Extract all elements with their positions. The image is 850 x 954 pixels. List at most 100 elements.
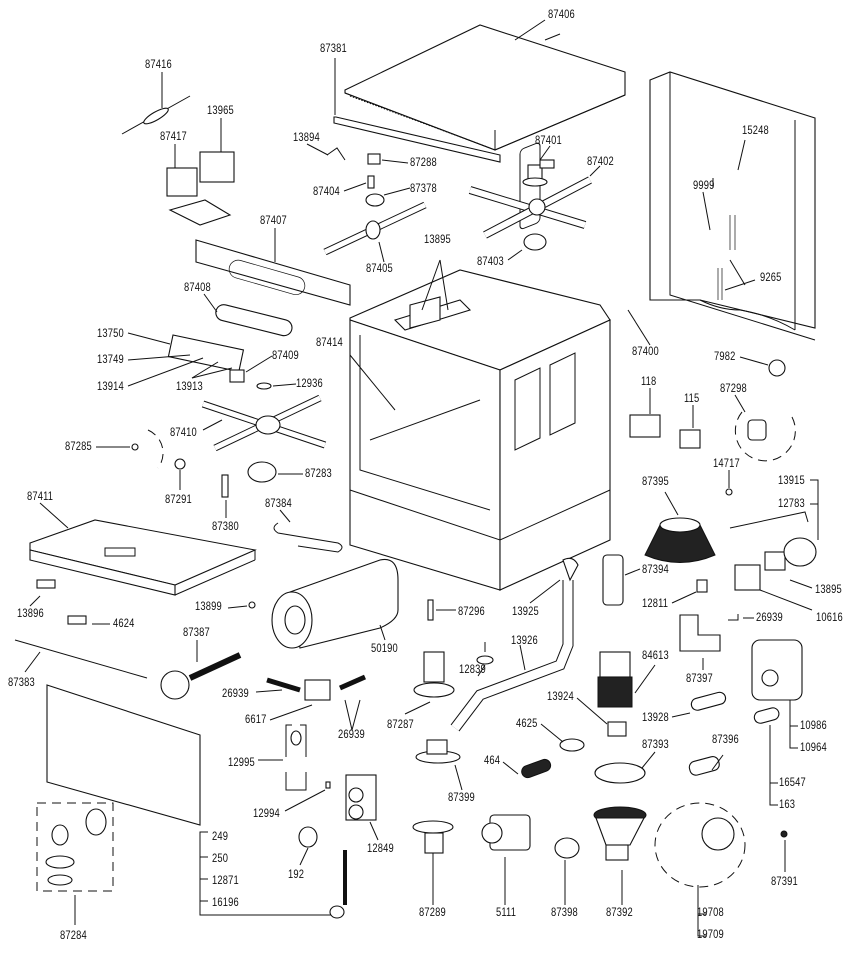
part-label-87381[interactable]: 87381	[320, 41, 347, 55]
washer-part[interactable]	[290, 730, 302, 746]
sump-ring-part[interactable]	[594, 762, 646, 784]
part-label-13913[interactable]: 13913	[176, 379, 203, 393]
hub-part[interactable]	[523, 233, 547, 251]
part-label-115[interactable]: 115	[684, 391, 700, 405]
part-label-87387[interactable]: 87387	[183, 625, 210, 639]
part-label-12811[interactable]: 12811	[642, 596, 669, 610]
upper-spray-arm-part[interactable]	[468, 176, 592, 239]
part-label-87403[interactable]: 87403	[477, 254, 504, 268]
part-label-16547[interactable]: 16547	[779, 775, 806, 789]
part-label-87397[interactable]: 87397	[686, 671, 713, 685]
part-label-87410[interactable]: 87410	[170, 425, 197, 439]
clip-part[interactable]	[326, 147, 346, 161]
sleeve-part[interactable]	[690, 691, 727, 712]
inlet-valve-part[interactable]	[629, 414, 661, 438]
part-label-87298[interactable]: 87298	[720, 381, 747, 395]
sensor-part[interactable]	[67, 615, 87, 625]
part-label-13899[interactable]: 13899	[195, 599, 222, 613]
part-label-13926[interactable]: 13926	[511, 633, 538, 647]
knob-part[interactable]	[174, 458, 186, 470]
button-bezel-part[interactable]	[214, 303, 294, 337]
part-label-12994[interactable]: 12994	[253, 806, 280, 820]
part-label-87398[interactable]: 87398	[551, 905, 578, 919]
boiler-tank-part[interactable]	[271, 558, 399, 649]
part-label-87287[interactable]: 87287	[387, 717, 414, 731]
part-label-9999[interactable]: 9999	[693, 178, 715, 192]
strainer-part[interactable]	[607, 721, 627, 737]
outlet-housing-part[interactable]	[412, 820, 454, 854]
part-label-12839[interactable]: 12839	[459, 662, 486, 676]
fitting-part[interactable]	[696, 579, 708, 593]
part-label-7982[interactable]: 7982	[714, 349, 736, 363]
nozzle-part[interactable]	[367, 175, 375, 189]
filter-assembly-part[interactable]	[597, 651, 633, 708]
part-label-14717[interactable]: 14717	[713, 456, 740, 470]
part-label-13896[interactable]: 13896	[17, 606, 44, 620]
tee-fitting-part[interactable]	[365, 193, 385, 207]
part-label-87395[interactable]: 87395	[642, 474, 669, 488]
elbow-hose-part[interactable]	[679, 614, 721, 652]
part-label-13895[interactable]: 13895	[424, 232, 451, 246]
gasket-part[interactable]	[51, 824, 69, 846]
pressure-gauge-part[interactable]	[768, 359, 786, 377]
part-label-87405[interactable]: 87405	[366, 261, 393, 275]
part-label-163[interactable]: 163	[779, 797, 796, 811]
part-label-15248[interactable]: 15248	[742, 123, 769, 137]
part-label-87401[interactable]: 87401	[535, 133, 562, 147]
impeller-kit-part[interactable]	[701, 817, 735, 851]
part-label-87378[interactable]: 87378	[410, 181, 437, 195]
part-label-87414[interactable]: 87414	[316, 335, 343, 349]
capacitor-part[interactable]	[747, 419, 767, 441]
part-label-87404[interactable]: 87404	[313, 184, 340, 198]
part-label-9265[interactable]: 9265	[760, 270, 782, 284]
part-label-12871[interactable]: 12871	[212, 873, 239, 887]
valve-body-part[interactable]	[247, 461, 277, 483]
part-label-16196[interactable]: 16196	[212, 895, 239, 909]
part-label-13749[interactable]: 13749	[97, 352, 124, 366]
tub-cabinet-part[interactable]	[349, 142, 611, 591]
part-label-13965[interactable]: 13965	[207, 103, 234, 117]
nut-part[interactable]	[725, 488, 733, 496]
solenoid-valve-part[interactable]	[679, 429, 701, 449]
immersion-heater-part[interactable]	[160, 652, 242, 700]
part-label-87408[interactable]: 87408	[184, 280, 211, 294]
part-label-13924[interactable]: 13924	[547, 689, 574, 703]
side-panel-part[interactable]	[649, 71, 816, 341]
part-label-4624[interactable]: 4624	[113, 616, 135, 630]
clip-part[interactable]	[131, 443, 139, 451]
part-label-13894[interactable]: 13894	[293, 130, 320, 144]
connector-part[interactable]	[367, 153, 381, 165]
plug-part[interactable]	[559, 738, 585, 752]
valve-housing-part[interactable]	[415, 739, 461, 764]
part-label-87391[interactable]: 87391	[771, 874, 798, 888]
bracket-part[interactable]	[168, 199, 232, 226]
float-housing-part[interactable]	[413, 651, 455, 698]
part-label-87288[interactable]: 87288	[410, 155, 437, 169]
lower-spray-arm-part[interactable]	[201, 394, 327, 452]
part-label-12995[interactable]: 12995	[228, 755, 255, 769]
pin-part[interactable]	[427, 599, 434, 621]
mounting-bracket-part[interactable]	[729, 511, 809, 529]
part-label-26939a[interactable]: 26939	[756, 610, 783, 624]
fastener-part[interactable]	[248, 601, 256, 609]
cap-part[interactable]	[476, 655, 494, 665]
part-label-87417[interactable]: 87417	[160, 129, 187, 143]
part-label-87384[interactable]: 87384	[265, 496, 292, 510]
cap-part[interactable]	[298, 826, 318, 848]
motor-part[interactable]	[764, 551, 786, 571]
part-label-13914[interactable]: 13914	[97, 379, 124, 393]
part-label-13915[interactable]: 13915	[778, 473, 805, 487]
rod-part[interactable]	[266, 677, 301, 693]
corrugated-hose-part[interactable]	[520, 758, 552, 780]
part-label-12936[interactable]: 12936	[296, 376, 323, 390]
control-panel-part[interactable]	[195, 239, 351, 306]
solenoid-part[interactable]	[304, 679, 331, 701]
part-label-87291[interactable]: 87291	[165, 492, 192, 506]
part-label-13925[interactable]: 13925	[512, 604, 539, 618]
part-label-87406[interactable]: 87406	[548, 7, 575, 21]
elbow-part[interactable]	[562, 557, 579, 582]
part-label-87409[interactable]: 87409	[272, 348, 299, 362]
part-label-5111[interactable]: 5111	[496, 905, 517, 919]
screw-part[interactable]	[780, 830, 788, 838]
seal-part[interactable]	[256, 382, 272, 390]
